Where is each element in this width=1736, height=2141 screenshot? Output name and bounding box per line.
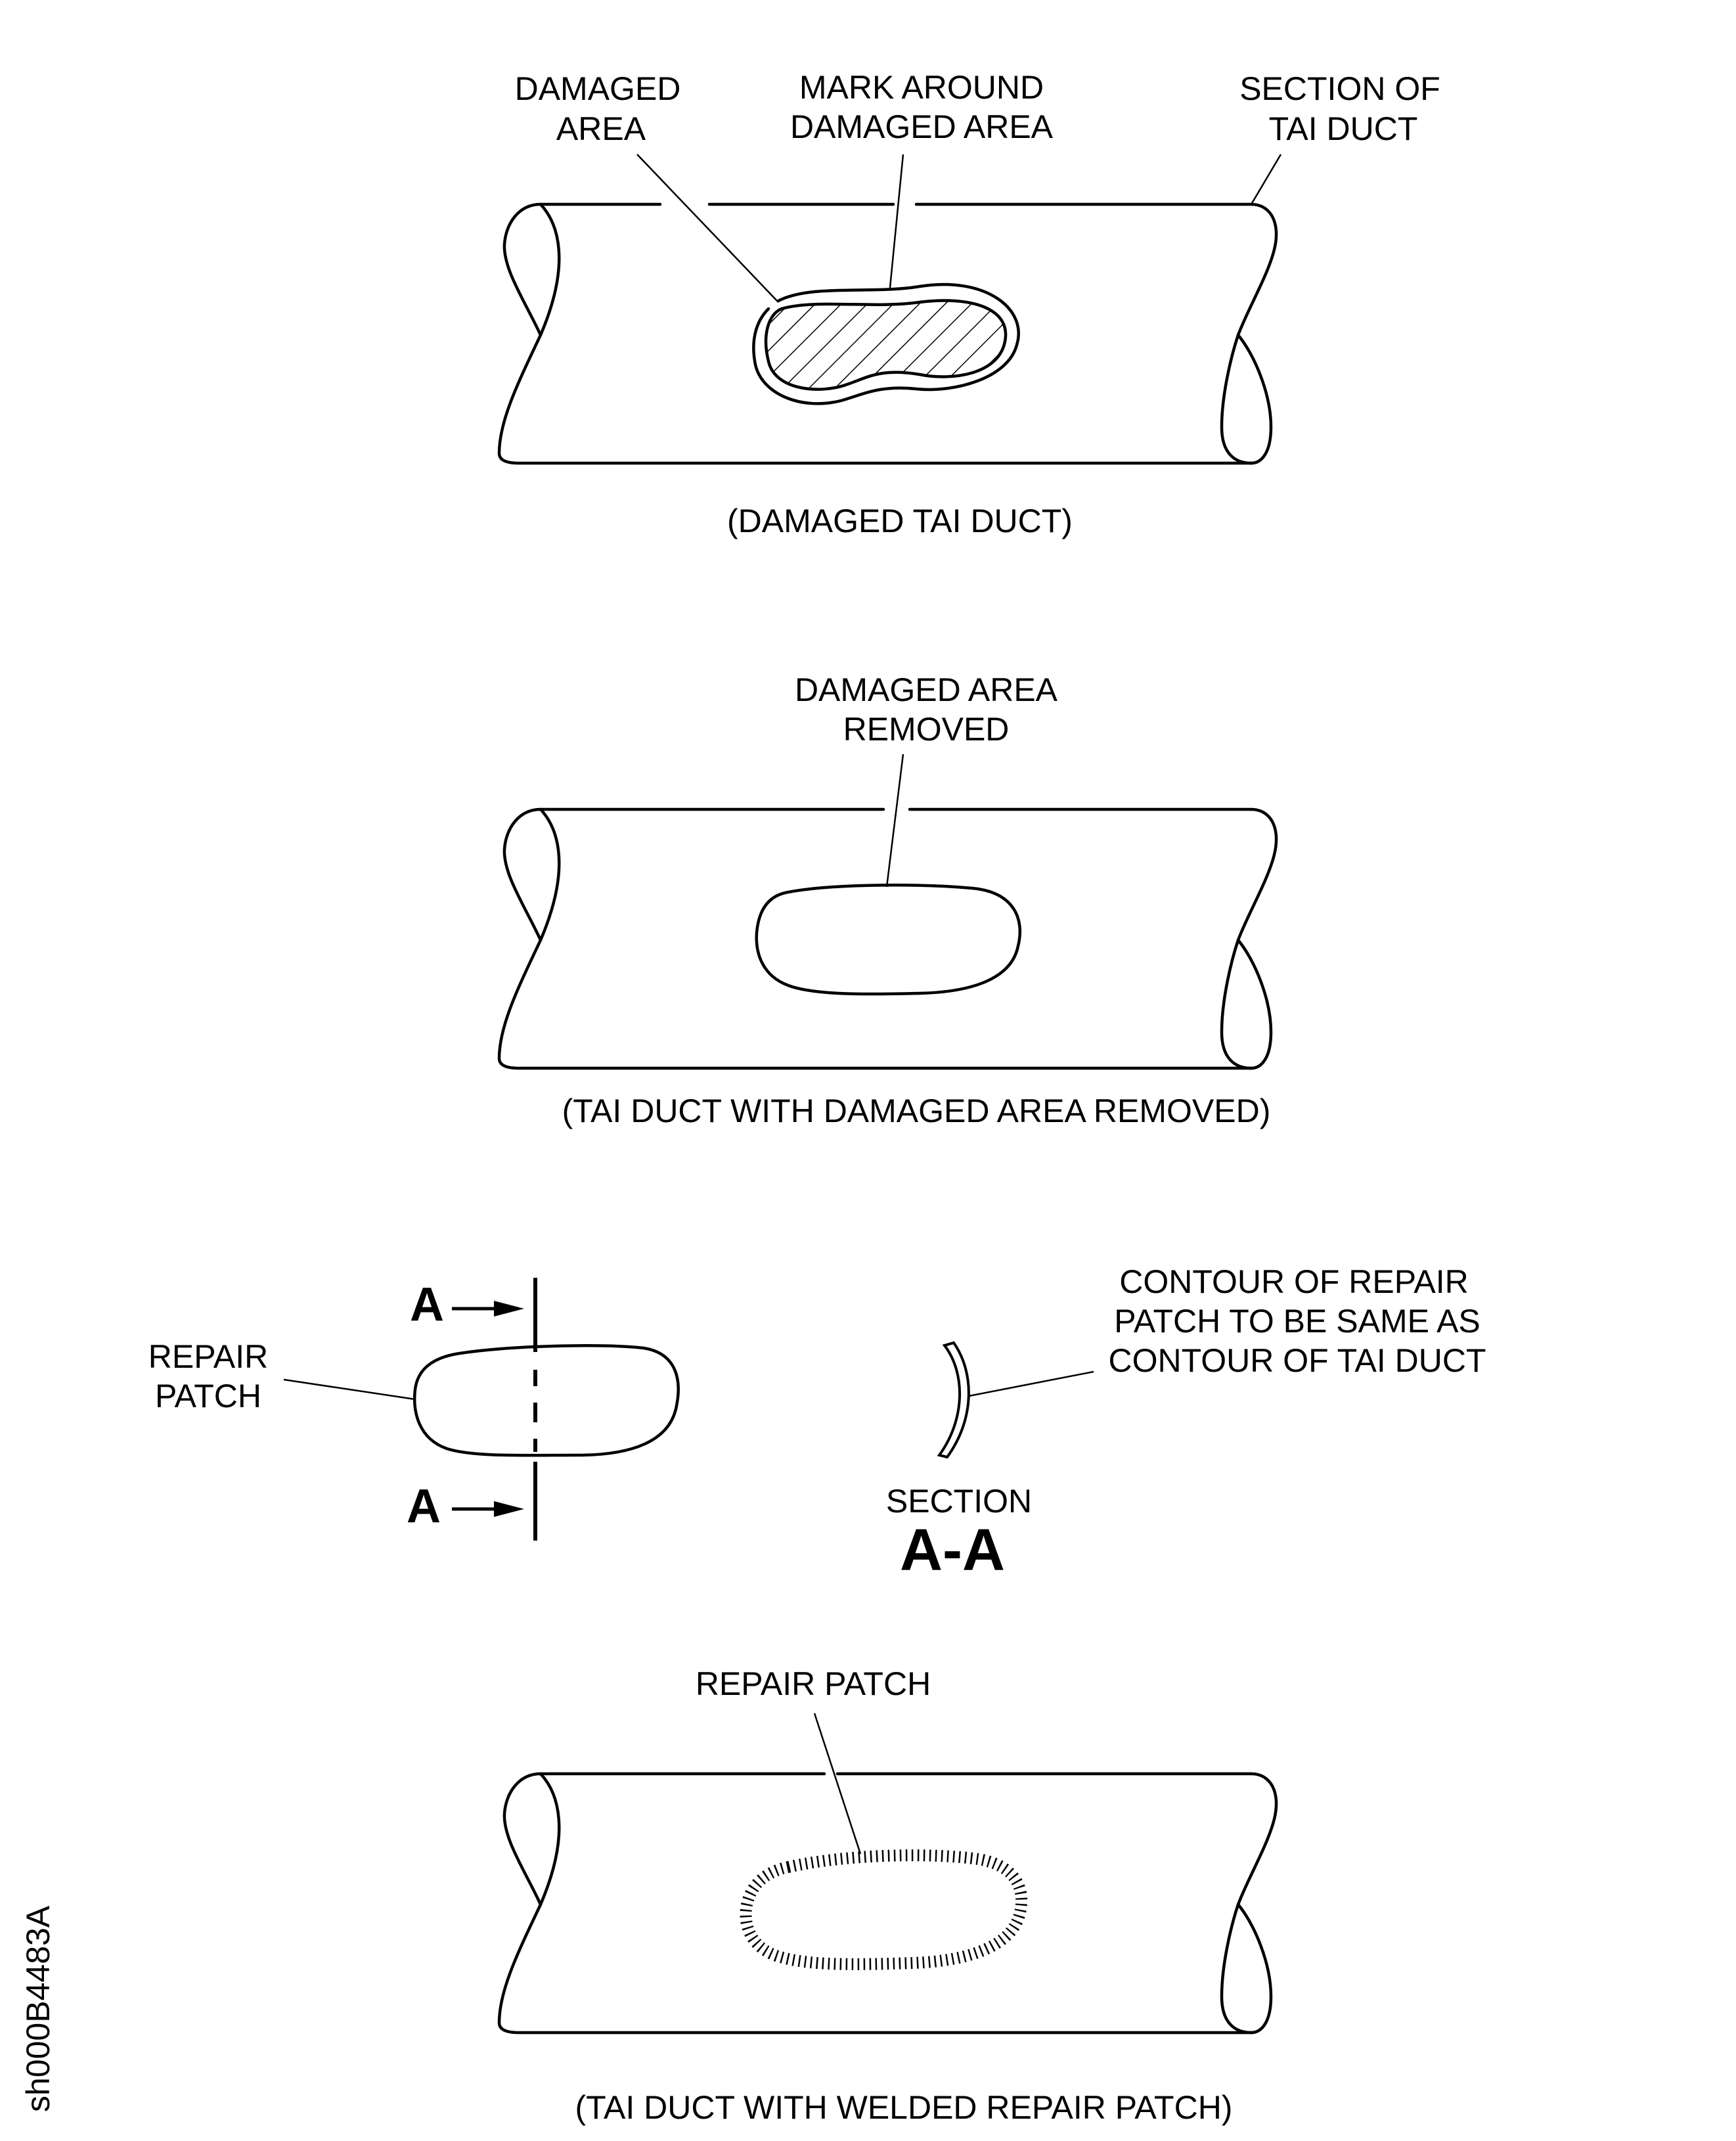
repair-patch-outline [413,1344,680,1457]
welded-duct-view: REPAIR PATCH (TAI DUCT WITH WELDED REPAI… [497,1665,1278,2126]
repair-patch-view: A A REPAIR PATCH CONTOUR OF REPAIR PATCH… [148,1263,1486,1583]
svg-text:TAI DUCT: TAI DUCT [1269,110,1418,147]
removed-duct-view: DAMAGED AREA REMOVED (TAI DUCT WITH DAMA… [497,671,1278,1129]
svg-text:PATCH TO BE SAME AS: PATCH TO BE SAME AS [1114,1303,1480,1340]
svg-text:CONTOUR OF TAI DUCT: CONTOUR OF TAI DUCT [1109,1342,1486,1379]
damaged-duct-view: DAMAGED AREA MARK AROUND DAMAGED AREA SE… [497,69,1440,539]
svg-text:A: A [407,1480,441,1533]
section-id: A-A [900,1518,1005,1583]
svg-text:REPAIR: REPAIR [148,1338,268,1375]
figure-id: sh000B4483A [20,1905,56,2112]
label-contour: CONTOUR OF REPAIR PATCH TO BE SAME AS CO… [1109,1263,1486,1379]
section-arrow-top: A [410,1278,524,1331]
svg-text:SECTION OF: SECTION OF [1239,70,1440,107]
svg-text:PATCH: PATCH [155,1378,261,1414]
label-repair-patch-welded: REPAIR PATCH [696,1665,931,1702]
leader-line [283,1378,416,1401]
svg-text:DAMAGED: DAMAGED [515,70,681,107]
label-damaged-area-removed: DAMAGED AREA REMOVED [795,671,1058,748]
section-arrow-bottom: A [407,1480,524,1533]
leader-line [813,1713,862,1855]
section-word: SECTION [886,1483,1032,1520]
caption-removed-duct: (TAI DUCT WITH DAMAGED AREA REMOVED) [562,1093,1271,1129]
leader-line [885,754,904,888]
svg-text:DAMAGED AREA: DAMAGED AREA [795,671,1058,708]
section-a-a-profile [937,1341,970,1459]
duct-outline [497,807,1278,1070]
removed-opening [755,884,1021,996]
label-damaged-area: DAMAGED AREA [515,70,681,147]
weld-bead [740,1849,1028,1970]
svg-text:REMOVED: REMOVED [843,711,1010,748]
leader-line [968,1370,1094,1397]
damaged-area [764,299,1008,391]
mark-around-damaged-area [752,282,1020,405]
caption-damaged-duct: (DAMAGED TAI DUCT) [727,503,1073,539]
label-section-of-tai-duct: SECTION OF TAI DUCT [1239,70,1440,147]
svg-text:A: A [410,1278,444,1331]
svg-text:DAMAGED AREA: DAMAGED AREA [790,108,1054,145]
label-mark-around: MARK AROUND DAMAGED AREA [790,69,1054,145]
svg-text:MARK AROUND: MARK AROUND [799,69,1044,106]
label-repair-patch: REPAIR PATCH [148,1338,268,1414]
leader-lines [636,154,1282,303]
duct-outline [497,1772,1278,2035]
svg-text:CONTOUR OF REPAIR: CONTOUR OF REPAIR [1119,1263,1469,1300]
svg-text:AREA: AREA [556,110,646,147]
caption-welded-duct: (TAI DUCT WITH WELDED REPAIR PATCH) [575,2089,1233,2126]
duct-outline [497,202,1278,465]
